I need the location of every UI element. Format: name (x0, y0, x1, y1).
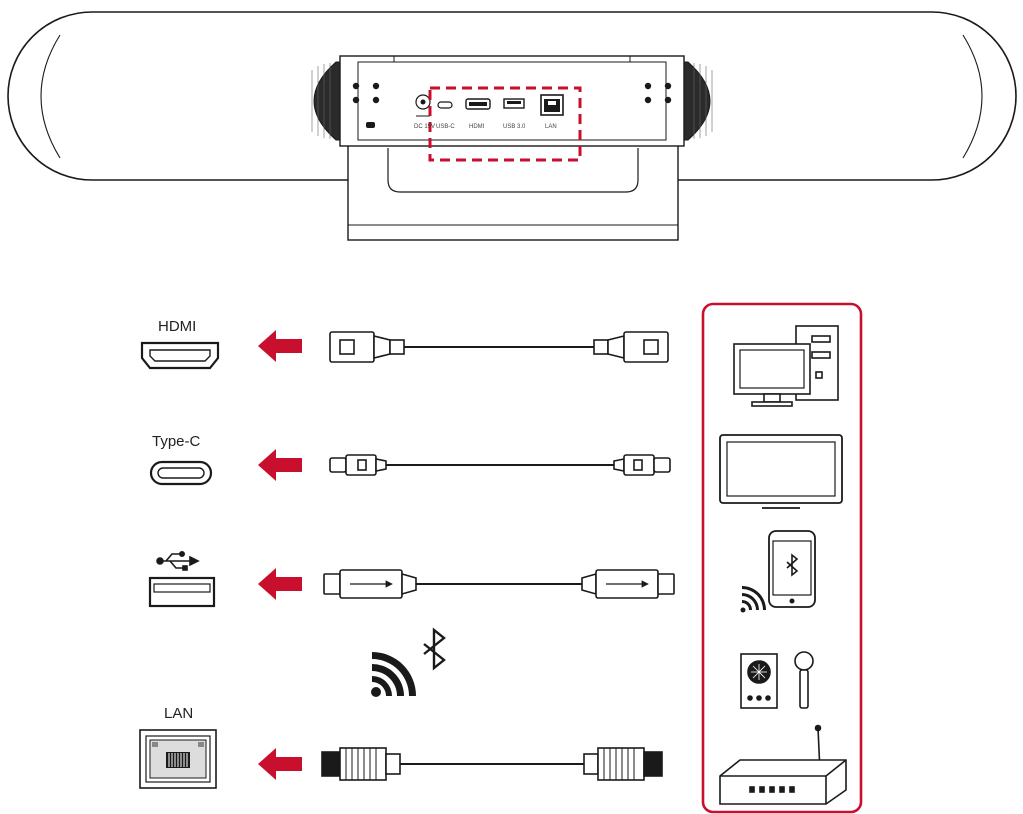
bluetooth-phone-icon (740, 530, 816, 613)
usb-cable-icon (323, 569, 675, 599)
type-c-cable-icon (329, 454, 671, 476)
device-left-curve (40, 34, 61, 159)
type-c-row (149, 449, 671, 486)
lan-row (139, 729, 663, 789)
wireless-bluetooth-icon (371, 627, 446, 697)
lan-arrow-icon (258, 748, 302, 780)
port-label-usb3: USB 3.0 (503, 124, 526, 130)
lan-label: LAN (164, 705, 194, 722)
video-bar-device (7, 11, 1017, 241)
lan-cable-icon (321, 747, 663, 781)
hdmi-port-icon (140, 341, 220, 370)
usb-arrow-icon (258, 568, 302, 600)
type-c-arrow-icon (258, 449, 302, 481)
ethernet-port-icon (139, 729, 217, 789)
usb-row (148, 550, 675, 608)
usb-port-icon (148, 576, 216, 608)
display-monitor-icon (719, 434, 843, 509)
port-label-hdmi: HDMI (469, 124, 485, 130)
hdmi-cable-icon (329, 331, 669, 363)
hdmi-label: HDMI (158, 318, 197, 335)
device-right-curve (962, 34, 983, 159)
usb-symbol-icon (156, 550, 200, 571)
port-label-lan: LAN (545, 124, 557, 130)
type-c-label: Type-C (152, 433, 201, 450)
usb-c-port-icon (149, 460, 213, 486)
speaker-microphone-icon (740, 651, 814, 709)
desktop-computer-icon (733, 325, 839, 407)
port-label-usbc: USB-C (436, 124, 455, 130)
network-router-icon (719, 724, 847, 805)
hdmi-arrow-icon (258, 330, 302, 362)
hdmi-row (140, 330, 669, 370)
highlight-box (428, 86, 582, 162)
source-devices-panel (701, 302, 863, 814)
port-label-dc: DC 19V (414, 124, 436, 130)
rear-module (311, 55, 713, 241)
